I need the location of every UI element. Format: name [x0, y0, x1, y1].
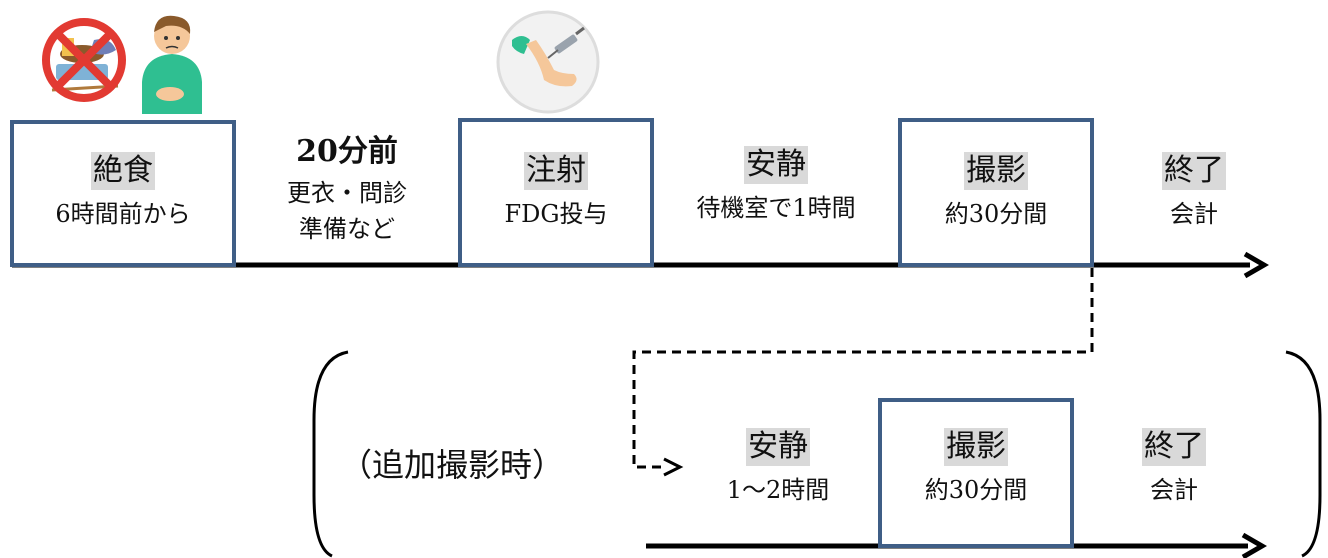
dashed-arrow-head — [663, 457, 684, 477]
bracket-right — [1285, 350, 1322, 558]
step-finish: 終了 会計 — [1094, 152, 1294, 232]
additional-rest-sub: 1～2時間 — [726, 476, 830, 504]
additional-finish-sub: 会計 — [1150, 476, 1198, 504]
step-injection: 注射 FDG投与 — [458, 152, 654, 232]
additional-arrow-head — [1241, 532, 1267, 558]
scan-sub: 約30分間 — [944, 200, 1048, 228]
finish-sub: 会計 — [1170, 200, 1218, 228]
step-prep: 20分前 更衣・問診 準備など — [236, 133, 458, 247]
additional-scan-title: 撮影 — [944, 428, 1008, 466]
scan-title: 撮影 — [964, 152, 1028, 190]
injection-sub: FDG投与 — [504, 200, 608, 228]
finish-title: 終了 — [1162, 152, 1226, 190]
scan-box — [898, 118, 1094, 267]
fasting-box — [10, 120, 236, 267]
rest-sub: 待機室で1時間 — [696, 194, 856, 222]
hungry-patient-icon — [142, 15, 202, 114]
step-fasting: 絶食 6時間前から — [10, 152, 236, 232]
additional-scan-label: （追加撮影時） — [340, 446, 565, 484]
step-rest: 安静 待機室で1時間 — [654, 146, 898, 226]
fasting-title: 絶食 — [91, 152, 155, 190]
prep-title: 20分前 — [296, 134, 398, 169]
additional-scan-sub: 約30分間 — [924, 476, 1028, 504]
injection-box — [458, 118, 654, 267]
prep-sub-1: 更衣・問診 — [287, 179, 407, 207]
no-food-icon — [42, 18, 126, 102]
fasting-sub: 6時間前から — [55, 200, 191, 228]
additional-scan-box — [878, 398, 1074, 548]
step-additional-finish: 終了 会計 — [1074, 428, 1274, 508]
injection-arm-icon — [496, 10, 600, 114]
bracket-left — [312, 350, 349, 558]
step-scan: 撮影 約30分間 — [898, 152, 1094, 232]
main-arrow-head — [1243, 251, 1269, 279]
prep-sub-2: 準備など — [299, 215, 395, 243]
additional-rest-title: 安静 — [746, 428, 810, 466]
step-additional-scan: 撮影 約30分間 — [878, 428, 1074, 508]
rest-title: 安静 — [744, 146, 808, 184]
injection-title: 注射 — [524, 152, 588, 190]
additional-finish-title: 終了 — [1142, 428, 1206, 466]
dashed-connector — [632, 268, 1094, 469]
step-additional-rest: 安静 1～2時間 — [680, 428, 876, 508]
